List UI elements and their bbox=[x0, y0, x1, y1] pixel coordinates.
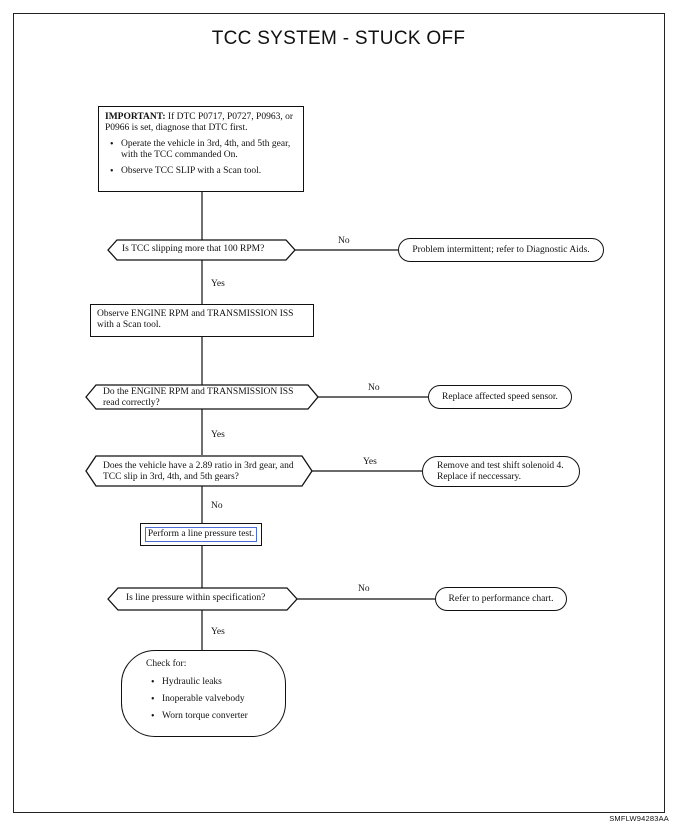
important-heading: IMPORTANT: bbox=[105, 112, 166, 122]
decision1-shape bbox=[107, 239, 296, 261]
decision2-question: Do the ENGINE RPM and TRANSMISSION ISS r… bbox=[103, 387, 293, 409]
decision1-question: Is TCC slipping more that 100 RPM? bbox=[122, 244, 265, 254]
observe-action-box: Observe ENGINE RPM and TRANSMISSION ISS … bbox=[90, 304, 314, 337]
important-bullet-1: Operate the vehicle in 3rd, 4th, and 5th… bbox=[105, 139, 297, 161]
check-for-heading: Check for: bbox=[146, 659, 187, 669]
decision3-yes-result-line1: Remove and test shift solenoid 4. bbox=[437, 460, 564, 471]
decision2-shape bbox=[85, 384, 319, 410]
decision4-question: Is line pressure within specification? bbox=[126, 593, 266, 603]
decision4-no-label: No bbox=[358, 584, 370, 594]
decision1-no-label: No bbox=[338, 236, 350, 246]
check-for-item: Hydraulic leaks bbox=[146, 677, 285, 688]
decision2-no-result: Replace affected speed sensor. bbox=[428, 385, 572, 409]
important-bullets: Operate the vehicle in 3rd, 4th, and 5th… bbox=[105, 139, 297, 177]
decision2-question-line2: read correctly? bbox=[103, 398, 160, 408]
decision3-question-line2: TCC slip in 3rd, 4th, and 5th gears? bbox=[103, 472, 239, 482]
decision4-no-result: Refer to performance chart. bbox=[435, 587, 567, 611]
decision4-yes-label: Yes bbox=[211, 627, 225, 637]
decision3-question-line1: Does the vehicle have a 2.89 ratio in 3r… bbox=[103, 461, 294, 471]
decision4-shape bbox=[107, 587, 298, 611]
diagram-title: TCC SYSTEM - STUCK OFF bbox=[211, 28, 466, 49]
decision3-yes-label: Yes bbox=[363, 457, 377, 467]
decision3-no-label: No bbox=[211, 501, 223, 511]
decision2-no-label: No bbox=[368, 383, 380, 393]
check-for-list: Hydraulic leaks Inoperable valvebody Wor… bbox=[146, 677, 285, 722]
decision1-yes-label: Yes bbox=[211, 279, 225, 289]
important-box: IMPORTANT: If DTC P0717, P0727, P0963, o… bbox=[98, 106, 304, 192]
figure-code: SMFLW94283AA bbox=[609, 814, 669, 823]
decision2-yes-label: Yes bbox=[211, 430, 225, 440]
line-pressure-text: Perform a line pressure test. bbox=[144, 527, 258, 542]
decision3-question: Does the vehicle have a 2.89 ratio in 3r… bbox=[103, 461, 294, 483]
decision1-no-result: Problem intermittent; refer to Diagnosti… bbox=[398, 238, 604, 262]
check-for-item: Worn torque converter bbox=[146, 711, 285, 722]
check-for-terminal: Check for: Hydraulic leaks Inoperable va… bbox=[121, 650, 286, 737]
decision3-shape bbox=[85, 455, 313, 487]
important-text: If DTC P0717, P0727, P0963, or P0966 is … bbox=[105, 112, 293, 133]
decision3-yes-result-line2: Replace if neccessary. bbox=[437, 471, 522, 482]
line-pressure-box: Perform a line pressure test. bbox=[140, 523, 262, 546]
diagram-frame bbox=[13, 13, 665, 813]
important-intro: IMPORTANT: If DTC P0717, P0727, P0963, o… bbox=[105, 112, 297, 134]
decision3-yes-result: Remove and test shift solenoid 4. Replac… bbox=[422, 456, 580, 487]
decision2-question-line1: Do the ENGINE RPM and TRANSMISSION ISS bbox=[103, 387, 294, 397]
important-bullet-2: Observe TCC SLIP with a Scan tool. bbox=[105, 166, 297, 177]
check-for-item: Inoperable valvebody bbox=[146, 694, 285, 705]
